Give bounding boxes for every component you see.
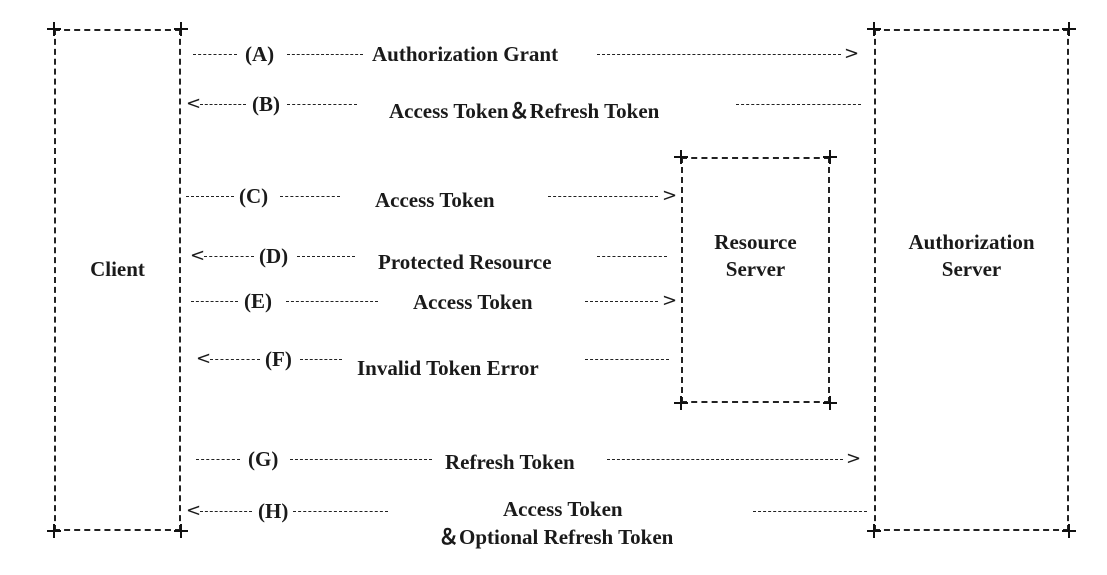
- flow-e-arrowhead: >: [662, 290, 678, 311]
- authorization-server-box: [874, 29, 1069, 531]
- client-box: [54, 29, 181, 531]
- flow-d-dash-mid: [297, 256, 355, 257]
- flow-f-dash-left: [210, 359, 260, 360]
- flow-b-dash-mid: [287, 104, 357, 105]
- flow-g-dash-left: [196, 459, 240, 460]
- flow-h-dash-left: [200, 511, 252, 512]
- flow-e-step: (E): [244, 289, 272, 313]
- resource-server-name-line2: Server: [725, 257, 786, 281]
- flow-e-dash-right: [585, 301, 658, 302]
- flow-h-label-line2: ＆Optional Refresh Token: [438, 525, 674, 549]
- corner-mark: [47, 22, 61, 36]
- flow-f-step: (F): [265, 347, 292, 371]
- flow-b-label: Access Token＆Refresh Token: [389, 99, 660, 123]
- corner-mark: [823, 150, 837, 164]
- flow-f-arrowhead: <: [196, 348, 212, 369]
- resource-server-name-line1: Resource: [714, 230, 797, 254]
- authorization-server-label: Authorization Server: [874, 229, 1069, 283]
- flow-a-arrowhead: >: [844, 43, 860, 64]
- flow-g-dash-right: [607, 459, 843, 460]
- client-name: Client: [90, 257, 145, 281]
- corner-mark: [867, 524, 881, 538]
- flow-h-arrowhead: <: [186, 500, 202, 521]
- authorization-server-name-line2: Server: [941, 257, 1002, 281]
- resource-server-label: Resource Server: [681, 229, 830, 283]
- corner-mark: [1062, 22, 1076, 36]
- flow-e-dash-left: [191, 301, 238, 302]
- corner-mark: [867, 22, 881, 36]
- corner-mark: [674, 396, 688, 410]
- corner-mark: [174, 22, 188, 36]
- flow-f-dash-mid: [300, 359, 342, 360]
- flow-d-step: (D): [259, 244, 289, 268]
- flow-g-step: (G): [248, 447, 279, 471]
- flow-d-dash-left: [204, 256, 254, 257]
- flow-g-label: Refresh Token: [445, 450, 575, 474]
- flow-h-dash-right: [753, 511, 867, 512]
- corner-mark: [174, 524, 188, 538]
- flow-a-step: (A): [245, 42, 275, 66]
- flow-b-step: (B): [252, 92, 280, 116]
- flow-e-label: Access Token: [413, 290, 533, 314]
- flow-a-dash-mid: [287, 54, 363, 55]
- flow-d-label: Protected Resource: [378, 250, 552, 274]
- flow-c-dash-right: [548, 196, 658, 197]
- flow-c-dash-left: [186, 196, 234, 197]
- resource-server-box: [681, 157, 830, 403]
- flow-f-label: Invalid Token Error: [357, 356, 539, 380]
- flow-h-step: (H): [258, 499, 289, 523]
- flow-g-dash-mid: [290, 459, 432, 460]
- flow-b-dash-right: [736, 104, 861, 105]
- corner-mark: [823, 396, 837, 410]
- client-label: Client: [54, 256, 181, 283]
- flow-d-dash-right: [597, 256, 667, 257]
- flow-e-dash-mid: [286, 301, 378, 302]
- flow-h-dash-mid: [293, 511, 388, 512]
- corner-mark: [674, 150, 688, 164]
- corner-mark: [1062, 524, 1076, 538]
- authorization-server-name-line1: Authorization: [908, 230, 1035, 254]
- flow-g-arrowhead: >: [846, 448, 862, 469]
- flow-a-label: Authorization Grant: [372, 42, 559, 66]
- flow-h-label-line1: Access Token: [503, 497, 623, 521]
- flow-c-step: (C): [239, 184, 269, 208]
- flow-c-arrowhead: >: [662, 185, 678, 206]
- flow-b-arrowhead: <: [186, 93, 202, 114]
- flow-d-arrowhead: <: [190, 245, 206, 266]
- flow-c-label: Access Token: [375, 188, 495, 212]
- flow-b-dash-left: [200, 104, 246, 105]
- corner-mark: [47, 524, 61, 538]
- flow-c-dash-mid: [280, 196, 340, 197]
- flow-a-dash-right: [597, 54, 841, 55]
- flow-f-dash-right: [585, 359, 669, 360]
- flow-a-dash-left: [193, 54, 237, 55]
